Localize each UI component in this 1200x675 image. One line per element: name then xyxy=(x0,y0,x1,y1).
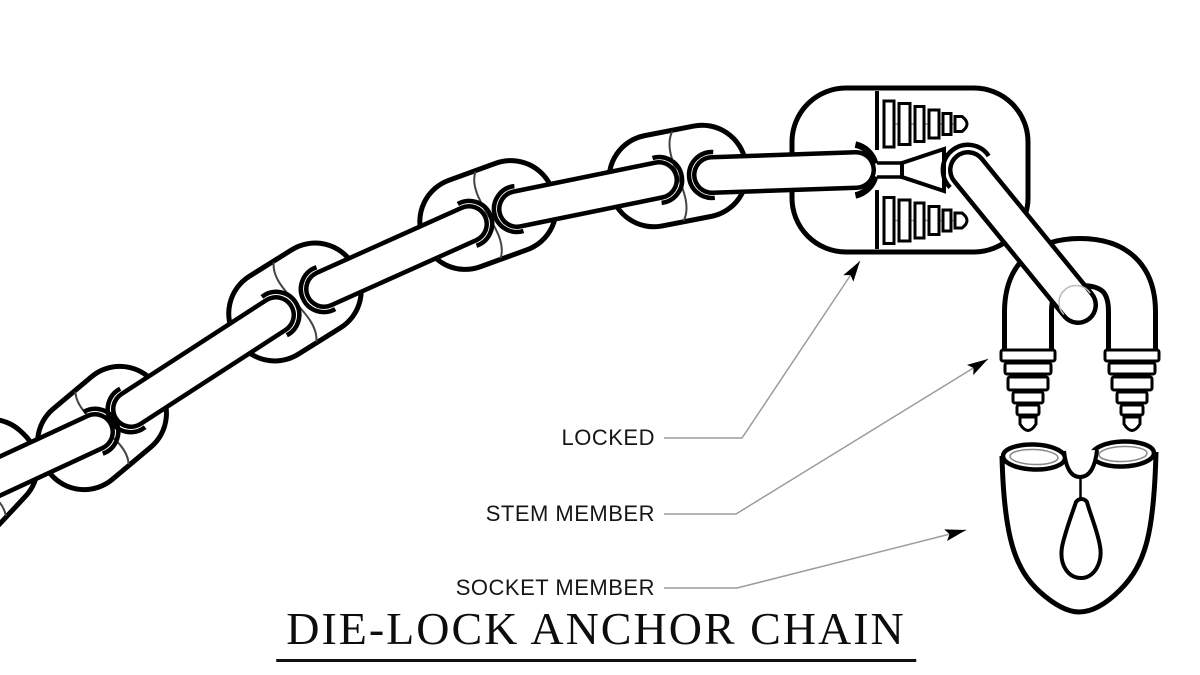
arrowhead-socket xyxy=(944,529,966,541)
link-hole-rim xyxy=(456,198,495,248)
locking-teeth-group xyxy=(882,196,969,245)
leg-rib xyxy=(1119,403,1145,417)
leg-rib xyxy=(1003,361,1053,376)
socket-body-outline xyxy=(999,451,1159,615)
leg-rib xyxy=(999,348,1057,363)
locking-teeth-group xyxy=(882,99,969,149)
link-hole-rim xyxy=(105,386,147,435)
stem-member-part xyxy=(999,235,1161,432)
leg-rib xyxy=(1103,348,1161,363)
leg-rib xyxy=(1011,390,1045,405)
tooth-rib xyxy=(897,198,912,243)
stem-ribbed-leg xyxy=(999,348,1057,432)
chain-connecting-bars xyxy=(0,154,685,499)
tooth-rib xyxy=(941,112,953,136)
label-socket-member: SOCKET MEMBER xyxy=(455,575,655,600)
stem-arch-fill xyxy=(1007,240,1153,354)
locked-link xyxy=(789,85,1031,255)
tooth-rib xyxy=(897,102,912,146)
opening-outer-rim xyxy=(1000,442,1068,472)
link-bar-fill xyxy=(696,154,872,191)
label-stem-member: STEM MEMBER xyxy=(485,501,655,526)
stem-flared-tip xyxy=(900,146,946,194)
tooth-rib xyxy=(882,99,896,149)
locked-link-hook-lower xyxy=(854,175,879,199)
diagram-title: DIE-LOCK ANCHOR CHAIN xyxy=(276,606,916,662)
link-bar-fill xyxy=(115,299,292,425)
tooth-rib xyxy=(913,201,926,240)
tooth-rib xyxy=(941,208,953,233)
link-bar-fill xyxy=(952,154,1094,321)
link-bar-fill xyxy=(308,208,485,305)
leg-rib xyxy=(1107,361,1157,376)
link-bar-fill xyxy=(501,164,675,225)
leg-rib xyxy=(1006,375,1050,392)
arrowhead-locked xyxy=(843,261,860,282)
tooth-point xyxy=(953,115,969,133)
leader-line-stem xyxy=(664,358,989,515)
locked-link-hook-upper xyxy=(854,141,879,165)
socket-member-part xyxy=(999,439,1159,615)
leg-point xyxy=(1018,415,1038,432)
link-hole-rim xyxy=(260,289,302,338)
link-hole-rim xyxy=(651,154,685,206)
leg-rib xyxy=(1015,403,1041,417)
socket-opening xyxy=(1089,439,1157,469)
link-hole-rim xyxy=(686,149,716,201)
opening-inner-rim xyxy=(1098,445,1148,463)
link-hole-rim xyxy=(298,265,337,315)
leader-line-locked xyxy=(664,260,861,439)
tooth-rib xyxy=(927,108,941,140)
arrowhead-stem xyxy=(966,359,988,376)
socket-opening xyxy=(1000,442,1068,472)
leader-line-socket xyxy=(664,529,967,589)
leg-point xyxy=(1122,415,1142,432)
stem-slot-line xyxy=(877,161,902,179)
socket-pear-hole xyxy=(1059,497,1103,581)
link-bar-fill xyxy=(0,416,111,494)
opening-outer-rim xyxy=(1089,439,1157,469)
leg-rib xyxy=(1115,390,1149,405)
leg-rib xyxy=(1110,375,1154,392)
opening-inner-rim xyxy=(1009,448,1059,466)
tooth-rib xyxy=(927,205,941,236)
bead-seam-line xyxy=(0,449,7,517)
bar-through-stem xyxy=(940,142,1098,325)
link-hole-rim xyxy=(940,142,991,189)
leader-lines xyxy=(664,260,989,589)
bar-into-locked-link xyxy=(686,141,879,201)
link-hole-rim xyxy=(491,183,525,235)
bar-end-highlight xyxy=(1058,284,1091,316)
label-locked: LOCKED xyxy=(561,425,655,450)
stem-ribbed-leg xyxy=(1103,348,1161,432)
tooth-rib xyxy=(882,196,896,245)
tooth-point xyxy=(953,211,969,230)
tooth-rib xyxy=(913,105,926,143)
